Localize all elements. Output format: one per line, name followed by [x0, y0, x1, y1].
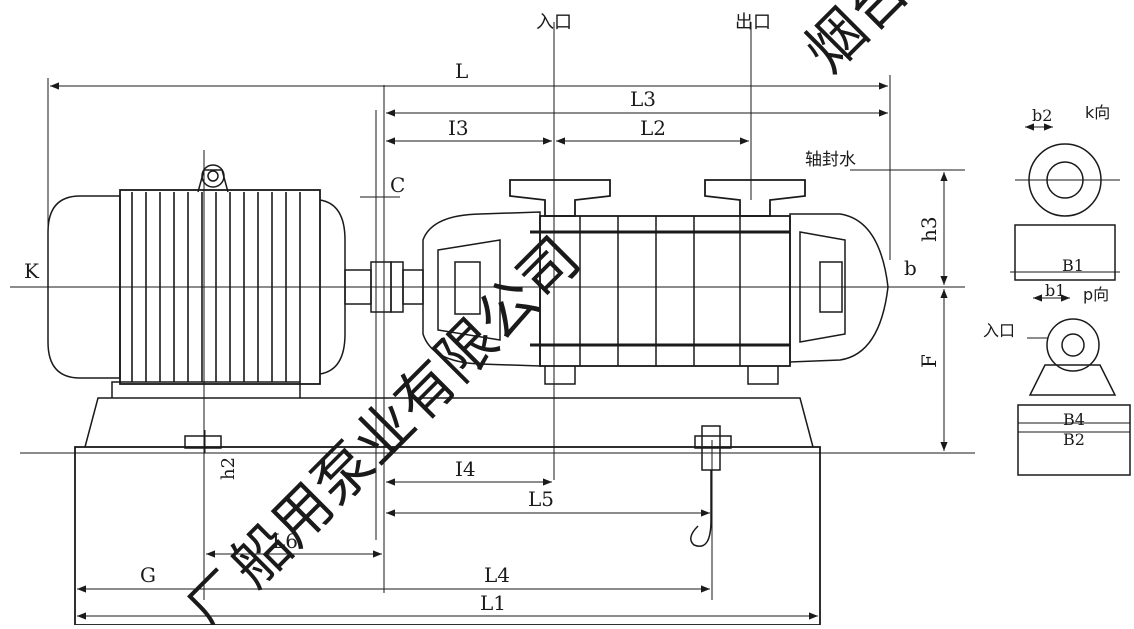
motor-end-cap: [47, 195, 121, 379]
suction-bearing: [454, 261, 481, 315]
dim-F-label: F: [917, 354, 941, 368]
motor-foot: [111, 381, 301, 398]
pump-foot-left: [544, 366, 576, 385]
anchor-block-left: [184, 435, 222, 449]
dim-L-label: L: [455, 59, 468, 83]
k-view-foot: [1014, 224, 1116, 281]
side-view-p: [1017, 294, 1131, 476]
dim-h3-label: h3: [917, 216, 941, 242]
dim-L1-label: L1: [480, 591, 506, 615]
pump-foot-right: [747, 366, 779, 385]
lifting-eye-inner: [207, 170, 219, 182]
watermark: 船用泵业有限公司 烟台 厂: [177, 0, 922, 629]
side-view-k: [1010, 123, 1120, 281]
p-view-hub: [1061, 333, 1085, 357]
dim-I4-label: I4: [455, 457, 476, 481]
shaft-seal-water-label: 轴封水: [805, 150, 856, 170]
dim-L6-label: L6: [272, 529, 298, 553]
lifting-eye-icon: [201, 164, 225, 188]
dim-L3-label: L3: [630, 87, 656, 111]
dim-b1-label: b1: [1045, 281, 1065, 300]
outlet-flange: [704, 179, 806, 217]
suction-casing-window: [437, 239, 501, 341]
inlet-flange: [509, 179, 611, 217]
lifting-lug: [197, 169, 229, 193]
watermark-company: 船用泵业有限公司: [217, 224, 593, 600]
dim-B4-label: B4: [1063, 410, 1085, 429]
dim-K-label: K: [24, 259, 40, 283]
dim-h2-label: h2: [218, 457, 239, 480]
motor-fins: [131, 192, 301, 382]
anchor-bolt: [690, 425, 721, 547]
inlet-label: 入口: [536, 12, 572, 33]
dim-L2-label: L2: [640, 116, 666, 140]
dim-L4-label: L4: [484, 563, 510, 587]
discharge-bearing: [819, 261, 843, 313]
p-view-label: p向: [1083, 285, 1109, 304]
discharge-casing-window: [799, 231, 846, 343]
p-view-foot: [1028, 364, 1117, 396]
side-inlet-label: 入口: [983, 321, 1015, 340]
labels: 入口 出口 轴封水 k向 p向 入口 L L3 I3 L2 I4 L5 L6 L…: [24, 12, 1110, 615]
dim-b2-label: b2: [1032, 106, 1052, 125]
k-view-label: k向: [1085, 103, 1110, 122]
outlet-label: 出口: [735, 12, 771, 33]
discharge-casing: [789, 213, 889, 363]
p-view-casing: [1046, 318, 1100, 372]
motor-body: [119, 189, 321, 385]
pump: [422, 179, 889, 385]
p-view-base: [1017, 404, 1131, 476]
dimension-lines: [50, 82, 948, 620]
dim-b-label: b: [904, 256, 917, 280]
pump-pedestal: [84, 397, 814, 448]
watermark-city: 烟台: [792, 0, 922, 85]
dim-G-label: G: [140, 563, 156, 587]
anchor-block-right: [694, 435, 732, 449]
anchor-hook-icon: [690, 470, 712, 547]
dim-B2-label: B2: [1063, 430, 1085, 449]
dim-L5-label: L5: [528, 487, 554, 511]
motor: [47, 164, 346, 385]
dim-I3-label: I3: [448, 116, 469, 140]
dim-B1-label: B1: [1062, 256, 1084, 275]
dim-C-label: C: [390, 173, 405, 197]
